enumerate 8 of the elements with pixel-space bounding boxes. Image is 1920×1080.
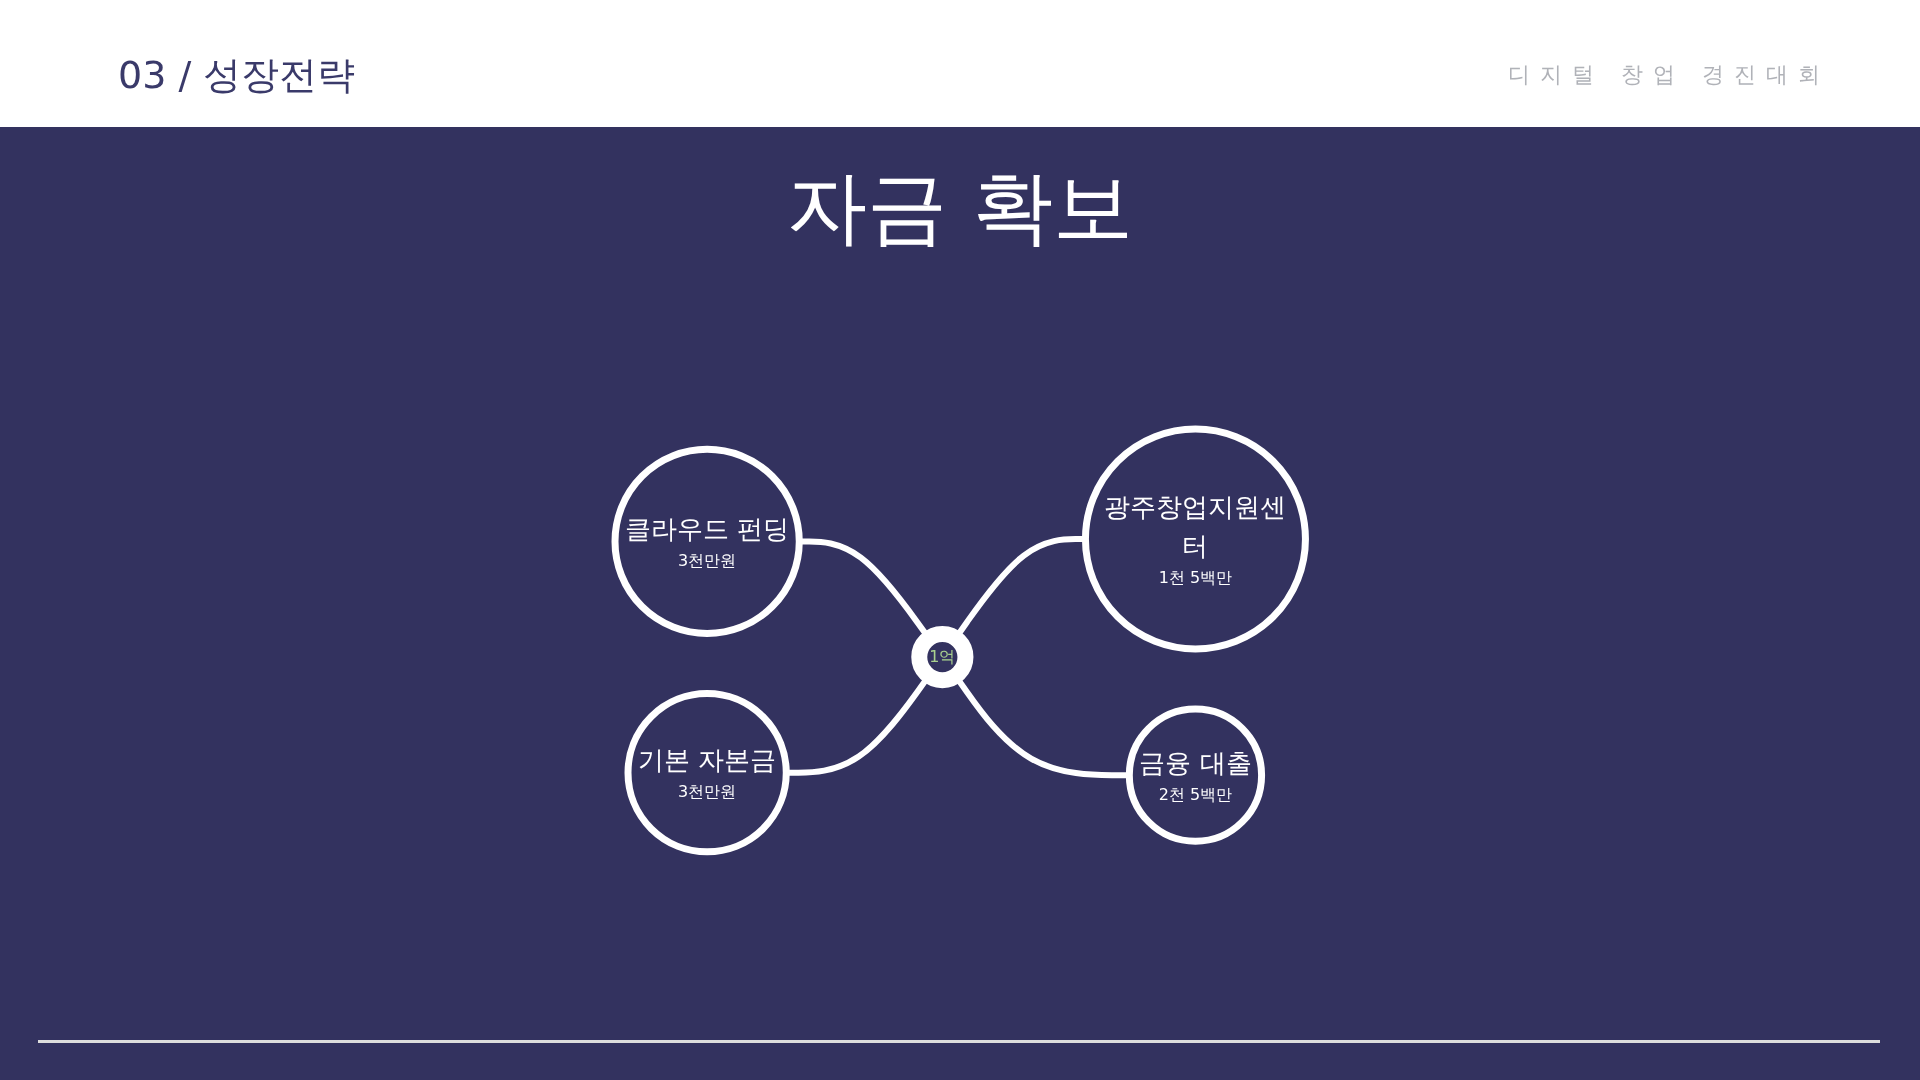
node-circle: 기본 자본금 3천만원: [624, 689, 790, 855]
node-circle: 금융 대출 2천 5백만: [1125, 705, 1265, 845]
slide-title: 자금 확보: [786, 160, 1134, 256]
node-circle: 광주창업지원센터 1천 5백만: [1081, 425, 1309, 653]
section-heading: 03 / 성장전략: [118, 52, 356, 99]
event-name: 디지털 창업 경진대회: [1508, 61, 1830, 89]
node-circle: 1억: [911, 625, 974, 688]
node-circle: 클라우드 펀딩 3천만원: [611, 445, 803, 637]
